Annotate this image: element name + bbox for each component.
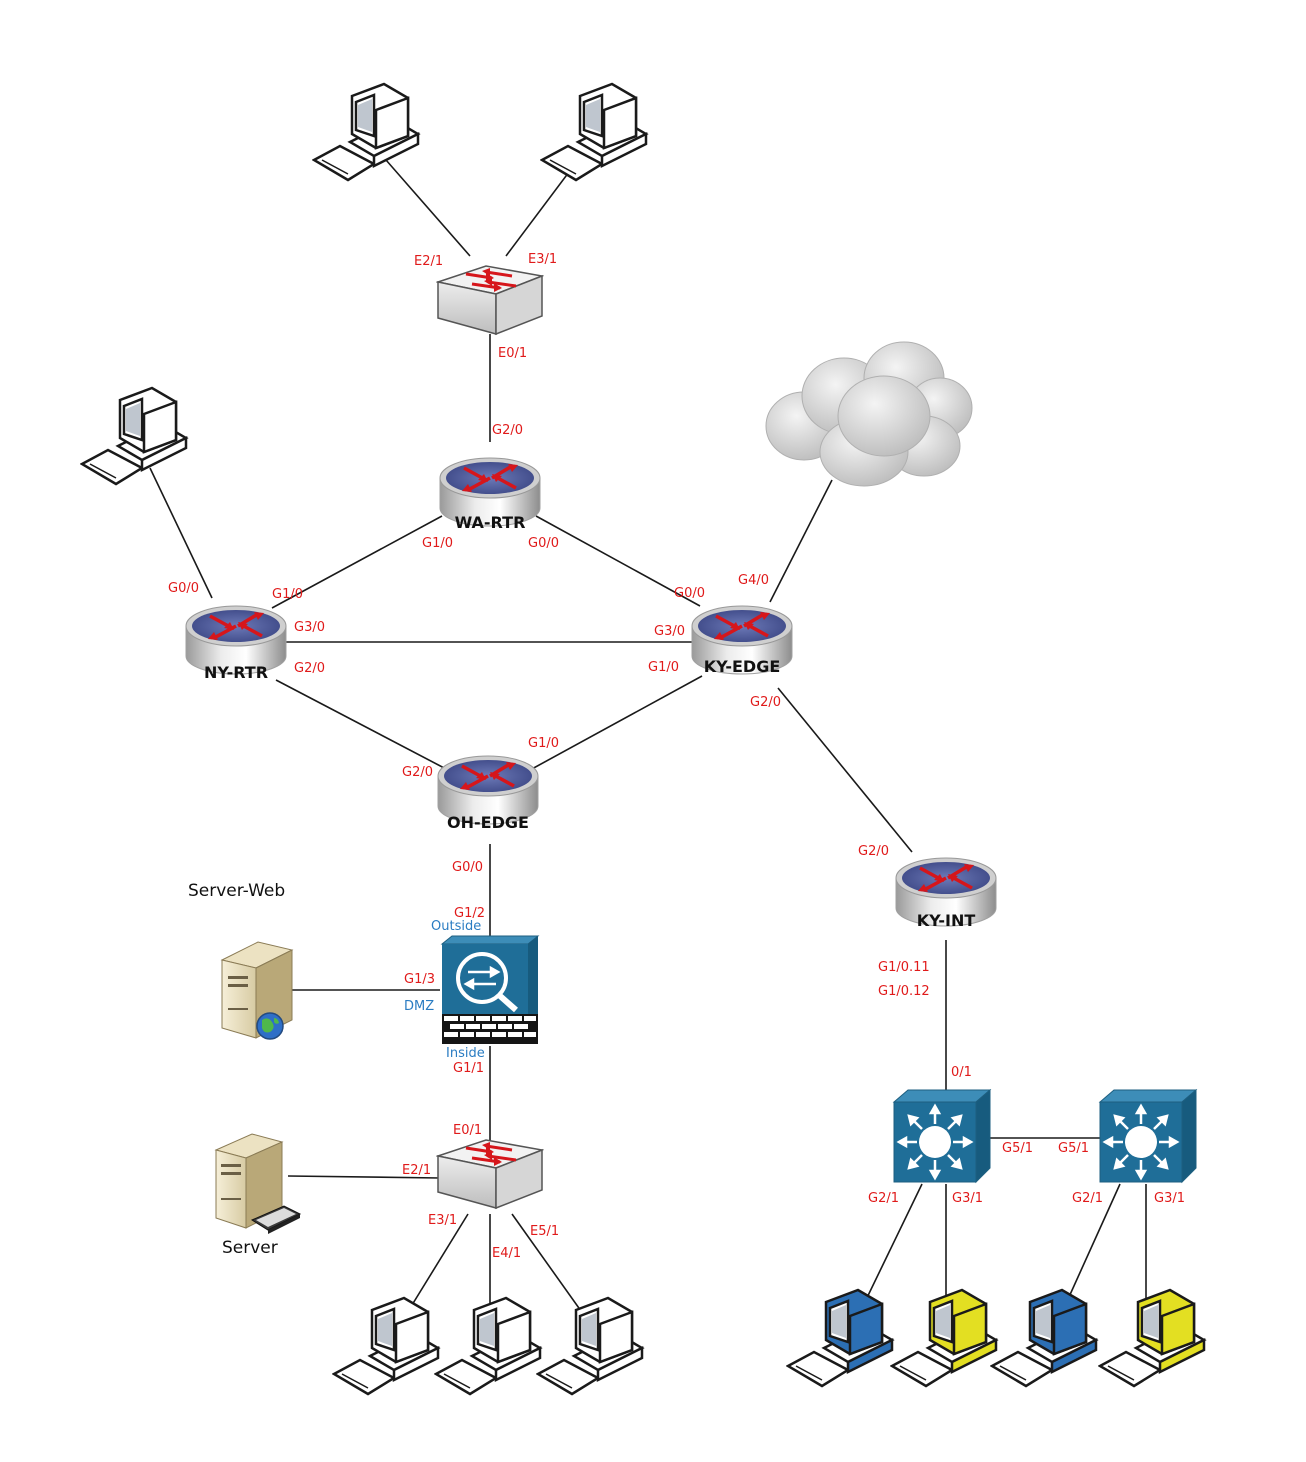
port-label: G0/0	[168, 581, 199, 596]
port-label: E0/1	[498, 346, 527, 361]
port-label: G2/0	[402, 765, 433, 780]
router-ky-int-label: KY-INT	[917, 911, 976, 930]
port-label: G0/0	[528, 536, 559, 551]
link-ny-oh	[275, 679, 449, 771]
web-server-icon	[221, 941, 293, 1040]
port-label: G1/0.11	[878, 960, 930, 975]
port-label: G3/1	[952, 1191, 983, 1206]
port-label: G5/1	[1058, 1141, 1089, 1156]
blue-pc-1	[786, 1288, 894, 1388]
internet-cloud-icon	[765, 341, 973, 487]
link-l3a-pc7	[861, 1183, 923, 1309]
pc-ny	[80, 386, 188, 486]
link-ny-wa	[271, 515, 443, 609]
link-ky-cloud	[769, 479, 833, 603]
port-label: G1/0.12	[878, 984, 930, 999]
port-label: G1/0	[272, 587, 303, 602]
port-label: G1/0	[528, 736, 559, 751]
port-label: G2/0	[294, 661, 325, 676]
router-wa-label: WA-RTR	[455, 513, 526, 532]
pc-bottom-3	[536, 1296, 644, 1396]
link-l3b-pc9	[1063, 1183, 1121, 1309]
port-label: G3/0	[294, 620, 325, 635]
zone-inside-label: Inside	[446, 1046, 485, 1061]
link-ky-oh	[529, 675, 703, 771]
blue-pc-2	[990, 1288, 1098, 1388]
port-label: G1/3	[404, 972, 435, 987]
port-label: G2/1	[1072, 1191, 1103, 1206]
port-label: G3/0	[654, 624, 685, 639]
router-ky-edge-label: KY-EDGE	[704, 657, 781, 676]
layer3-switch-a	[892, 1088, 992, 1184]
server-web-label: Server-Web	[188, 881, 285, 901]
pc-top-right	[540, 82, 648, 182]
link-switch-pc4	[403, 1213, 469, 1319]
pc-bottom-1	[332, 1296, 440, 1396]
switch-top	[436, 264, 544, 336]
port-label: E3/1	[428, 1213, 457, 1228]
links	[149, 159, 1147, 1319]
port-label: E2/1	[414, 254, 443, 269]
port-label: E2/1	[402, 1163, 431, 1178]
pc-top-left	[312, 82, 420, 182]
router-ny-label: NY-RTR	[204, 663, 268, 682]
port-labels: E2/1 E3/1 E0/1 G2/0 G1/0 G0/0 G0/0 G1/0 …	[168, 252, 1185, 1261]
link-pc1-switch	[385, 159, 471, 257]
port-label: E0/1	[453, 1123, 482, 1138]
server-icon	[215, 1133, 301, 1235]
yellow-pc-1	[890, 1288, 998, 1388]
port-label: G0/0	[452, 860, 483, 875]
port-label: E5/1	[530, 1224, 559, 1239]
port-label: 0/1	[951, 1065, 972, 1080]
zone-outside-label: Outside	[431, 919, 481, 934]
port-label: G1/2	[454, 906, 485, 921]
link-server-switch	[287, 1175, 441, 1179]
port-label: G2/0	[492, 423, 523, 438]
link-pc3-ny	[149, 467, 213, 599]
link-wa-ky	[535, 515, 701, 607]
switch-bottom	[436, 1138, 544, 1210]
yellow-pc-2	[1098, 1288, 1206, 1388]
link-pc2-switch	[505, 159, 579, 257]
link-ky-kyint	[777, 687, 913, 853]
link-switch-pc6	[511, 1213, 587, 1319]
asa-firewall-icon	[442, 936, 538, 1044]
router-oh-edge-label: OH-EDGE	[447, 813, 529, 832]
port-label: G4/0	[738, 573, 769, 588]
layer3-switch-b	[1098, 1088, 1198, 1184]
port-label: G2/0	[858, 844, 889, 859]
zone-dmz-label: DMZ	[404, 999, 434, 1014]
port-label: E3/1	[528, 252, 557, 267]
port-label: G2/1	[868, 1191, 899, 1206]
port-label: G2/0	[750, 695, 781, 710]
port-label: G1/1	[453, 1061, 484, 1076]
port-label: G1/0	[648, 660, 679, 675]
port-label: G0/0	[674, 586, 705, 601]
pc-bottom-2	[434, 1296, 542, 1396]
port-label: G1/0	[422, 536, 453, 551]
port-label: G5/1	[1002, 1141, 1033, 1156]
port-label: E4/1	[492, 1246, 521, 1261]
port-label: G3/1	[1154, 1191, 1185, 1206]
server-label: Server	[222, 1238, 278, 1258]
